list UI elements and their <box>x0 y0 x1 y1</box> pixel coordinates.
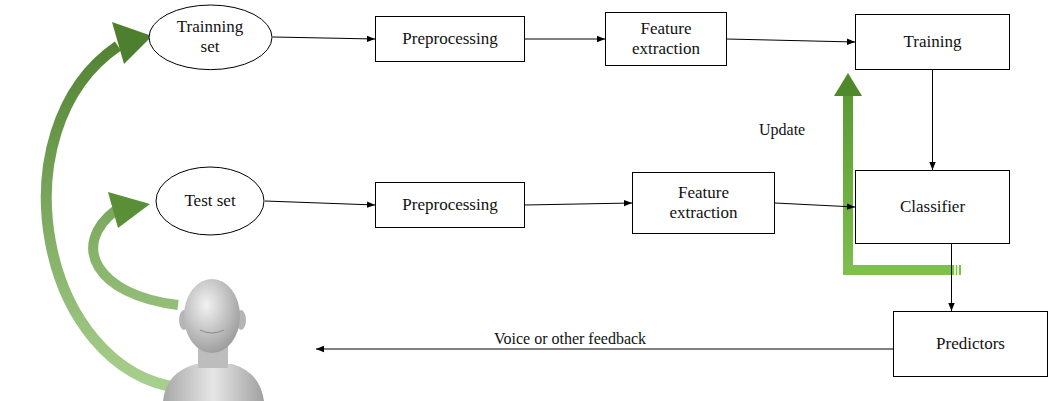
node-label: Test set <box>184 191 235 211</box>
arrow-tail-mark <box>957 265 959 275</box>
feedback-line <box>316 349 893 350</box>
flow-arrow <box>525 39 605 40</box>
arrow-head <box>112 22 152 64</box>
flow-arrow <box>951 244 952 311</box>
data-set-ellipse: Trainning set <box>148 4 273 71</box>
flow-arrow <box>727 39 855 42</box>
arrow-tail-mark <box>954 265 956 275</box>
process-box: Feature extraction <box>632 172 775 234</box>
process-box: Feature extraction <box>605 12 727 66</box>
update-label: Update <box>757 121 807 139</box>
process-box: Predictors <box>893 311 1048 377</box>
arrow-head <box>108 192 150 228</box>
update-arrow-shaft <box>843 94 853 275</box>
node-label: Classifier <box>900 197 965 217</box>
flow-arrow <box>273 37 376 39</box>
flow-arrow <box>265 201 375 205</box>
node-label: Preprocessing <box>402 29 497 49</box>
node-label: Feature extraction <box>649 183 759 222</box>
feedback-curve-arrow <box>46 46 180 388</box>
process-box: Classifier <box>855 170 1010 244</box>
arrow-head <box>834 73 862 96</box>
person-illustration <box>163 279 264 401</box>
feedback-label: Voice or other feedback <box>492 330 648 348</box>
update-arrow-shaft <box>843 265 961 275</box>
feedback-curve-arrow <box>93 210 178 305</box>
process-box: Preprocessing <box>375 16 525 62</box>
data-set-ellipse: Test set <box>155 166 265 236</box>
node-label: Trainning set <box>171 17 249 56</box>
flow-arrow <box>775 203 855 207</box>
process-box: Preprocessing <box>375 182 525 228</box>
process-box: Training <box>855 14 1010 70</box>
node-label: Training <box>904 32 962 52</box>
node-label: Predictors <box>936 334 1005 354</box>
flow-arrow <box>525 203 632 205</box>
flow-arrow <box>932 70 933 170</box>
node-label: Feature extraction <box>616 19 716 58</box>
node-label: Preprocessing <box>402 195 497 215</box>
